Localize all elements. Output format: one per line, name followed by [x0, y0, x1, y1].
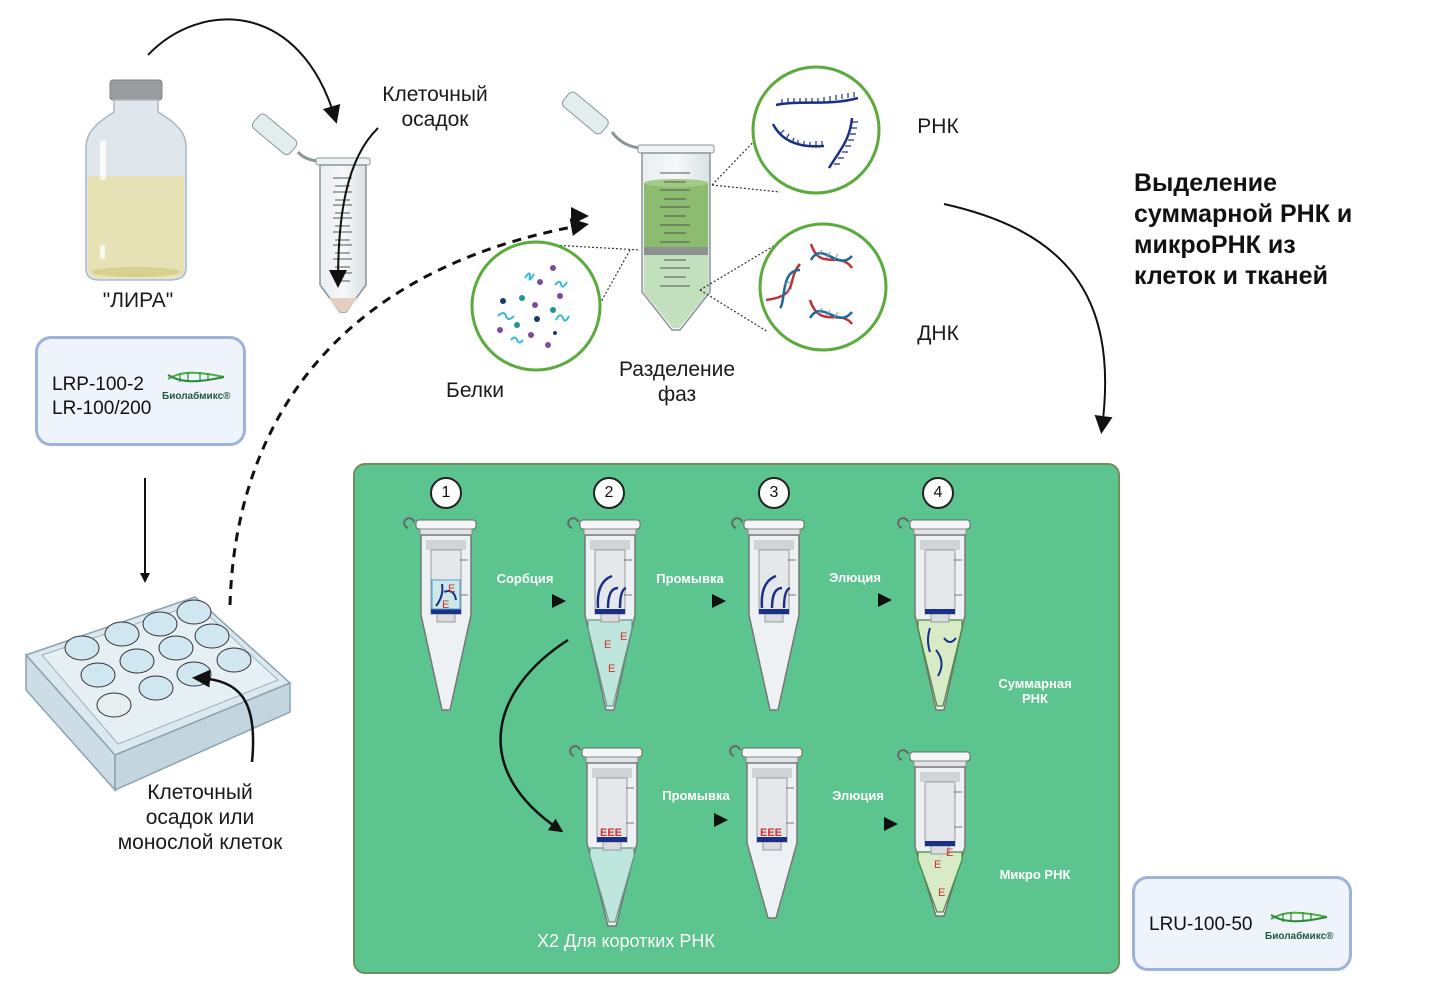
- wash-label-bottom: Промывка: [662, 788, 730, 803]
- page-title: Выделение суммарной РНК и микроРНК из кл…: [1134, 169, 1353, 290]
- svg-text:E: E: [442, 599, 449, 611]
- dna-circle-icon: [758, 222, 888, 352]
- mirna-icon: E: [608, 663, 615, 675]
- cell-source-label: Клеточный осадок или монослой клеток: [117, 781, 283, 854]
- arrow-bottle-to-tube: [147, 18, 341, 124]
- reagent-label: "ЛИРА": [102, 289, 174, 312]
- elution-label-bottom: Элюция: [832, 788, 884, 803]
- arrow-to-short-rna: [499, 638, 569, 833]
- phase-separation-tube-icon: [561, 91, 715, 331]
- mirna-icon: E: [934, 859, 941, 871]
- biolabmix-logo-icon: [1270, 911, 1328, 923]
- mirna-icon: EEE: [600, 827, 622, 839]
- tube-step-1-icon: EE: [403, 517, 477, 711]
- tube-micro-3-icon: EEE: [897, 749, 971, 917]
- rna-circle-icon: [751, 65, 881, 195]
- proteins-label: Белки: [446, 379, 504, 402]
- tube-step-3-icon: [731, 517, 805, 711]
- step-2-badge: 2: [593, 477, 625, 509]
- arrow-to-well: [192, 669, 255, 763]
- proteins-circle-icon: [470, 240, 602, 372]
- mirna-icon: EEE: [760, 827, 782, 839]
- dashed-arrow-plate-to-phase: [228, 218, 589, 606]
- pellet-label: Клеточный осадок: [382, 83, 488, 131]
- kit-codes: LRU-100-50: [1149, 914, 1253, 935]
- total-rna-label: Суммарная РНК: [998, 676, 1072, 706]
- kit-box-lira: LRP-100-2 LR-100/200 Биолабмикс®: [35, 336, 246, 446]
- sorption-label: Сорбция: [496, 571, 554, 586]
- arrow-into-tube: [329, 127, 379, 288]
- tube-step-2-icon: EEE: [567, 517, 641, 711]
- elution-label-top: Элюция: [829, 570, 881, 585]
- micro-rna-label: Микро РНК: [999, 867, 1071, 882]
- tube-step-4-icon: [897, 517, 971, 711]
- zoom-lines: [551, 134, 781, 333]
- well-plate-icon: [24, 596, 292, 792]
- mirna-icon: E: [946, 847, 953, 859]
- phase-separation-label: Разделение фаз: [618, 358, 736, 406]
- step-1-badge: 1: [430, 477, 462, 509]
- biolabmix-logo-icon: [167, 371, 225, 383]
- reagent-bottle-icon: [85, 79, 187, 281]
- tube-micro-1-icon: EEE: [569, 745, 643, 927]
- kit-codes: LRP-100-2 LR-100/200: [52, 374, 152, 419]
- dna-label: ДНК: [917, 322, 959, 345]
- short-rna-note: X2 Для коротких РНК: [537, 931, 715, 951]
- workflow-panel: [353, 463, 1120, 974]
- step-4-badge: 4: [922, 477, 954, 509]
- mirna-icon: E: [620, 631, 627, 643]
- kit-brand: Биолабмикс®: [162, 391, 231, 402]
- rna-label: РНК: [917, 115, 959, 138]
- mirna-icon: E: [604, 639, 611, 651]
- svg-text:E: E: [448, 583, 455, 595]
- tube-micro-2-icon: EEE: [729, 745, 803, 919]
- step-3-badge: 3: [758, 477, 790, 509]
- mirna-icon: E: [938, 887, 945, 899]
- kit-box-lru: LRU-100-50 Биолабмикс®: [1132, 876, 1352, 971]
- arrow-to-workflow: [943, 203, 1113, 434]
- kit-brand: Биолабмикс®: [1265, 931, 1334, 942]
- wash-label-top: Промывка: [656, 571, 724, 586]
